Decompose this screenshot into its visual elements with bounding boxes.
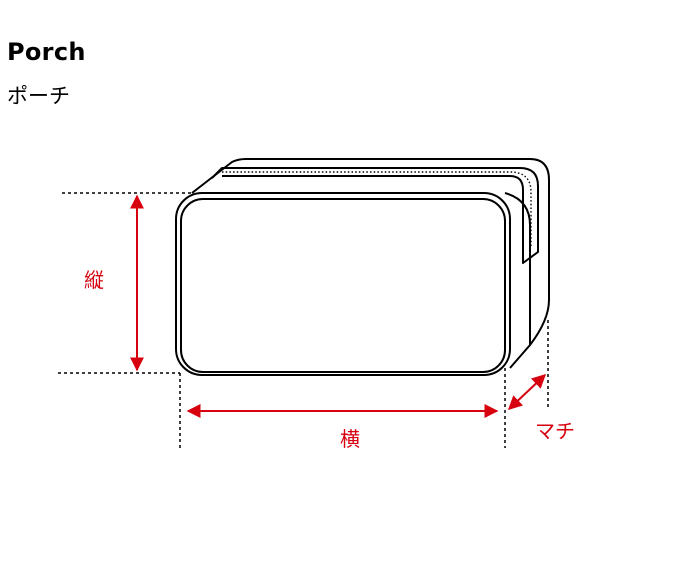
depth-label: マチ: [535, 419, 575, 443]
product-title: Porch: [7, 38, 86, 66]
depth-arrow: [507, 374, 547, 410]
dimension-arrows: [130, 194, 547, 418]
zipper-track-outer: [211, 167, 539, 264]
pouch-front-outer: [175, 192, 511, 376]
pouch-top-outline: [191, 158, 550, 369]
product-subtitle: ポーチ: [7, 84, 70, 108]
pouch-front-inner: [180, 198, 506, 373]
extension-lines: [58, 192, 549, 448]
zipper-teeth: [222, 171, 532, 248]
height-label: 縦: [84, 268, 104, 292]
width-label: 横: [340, 427, 360, 451]
pouch-illustration: [175, 158, 550, 376]
pouch-side-curve: [504, 192, 531, 345]
